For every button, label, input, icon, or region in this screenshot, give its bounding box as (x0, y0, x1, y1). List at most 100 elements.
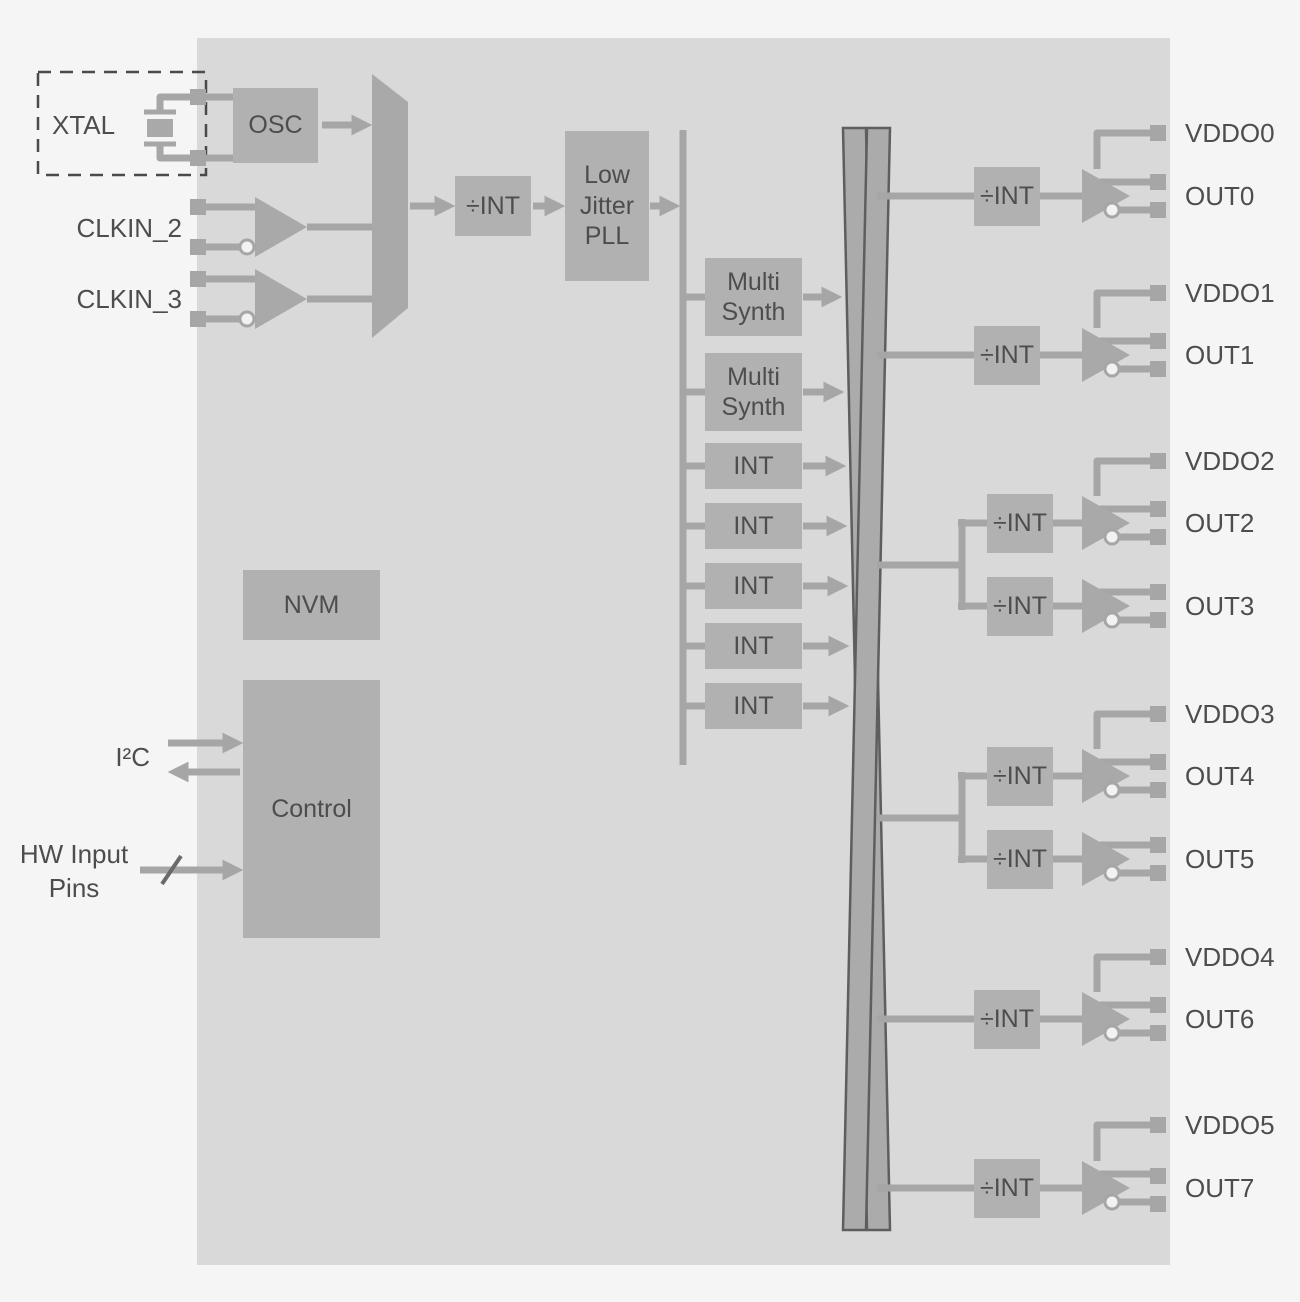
osc-label: OSC (248, 111, 303, 140)
hw-input-label-line1: HW Input (19, 839, 129, 869)
int-block-2: INT (705, 563, 802, 609)
multisynth-0-label-line2: Synth (721, 298, 786, 326)
int-block-3-label: INT (733, 631, 774, 660)
output-buffer-4 (1082, 749, 1130, 803)
output-divider-7-label: ÷INT (980, 1174, 1034, 1203)
output-channel-7 (877, 1161, 1166, 1215)
control-block: Control (243, 680, 380, 938)
int-block-1-label: INT (733, 511, 774, 540)
output-buffer-3 (1082, 579, 1130, 633)
vddo5-label: VDDO5 (1185, 1110, 1275, 1140)
output-divider-6: ÷INT (974, 990, 1040, 1049)
int-block-4-label: INT (733, 691, 774, 720)
pll-label-line3: PLL (584, 222, 630, 251)
xtal-crystal-symbol (144, 93, 233, 162)
vddo3-label: VDDO3 (1185, 699, 1275, 729)
output-buffer-0 (1082, 169, 1130, 223)
bus-stubs (683, 293, 705, 710)
out1-label: OUT1 (1185, 340, 1255, 370)
vddo5-pin (1150, 1117, 1166, 1133)
pll-block: Low Jitter PLL (565, 131, 649, 281)
output-buffer-5 (1082, 832, 1130, 886)
pll-label-line1: Low (584, 161, 630, 190)
input-mux-shape (372, 74, 408, 338)
output-buffer-7-invert-bubble (1103, 1193, 1121, 1211)
output-divider-2: ÷INT (987, 494, 1053, 553)
output-buffer-2 (1082, 496, 1130, 550)
output-divider-6-label: ÷INT (980, 1005, 1034, 1034)
int-block-1: INT (705, 503, 802, 549)
int-block-3: INT (705, 623, 802, 669)
vddo2-label: VDDO2 (1185, 446, 1275, 476)
vddo1-label: VDDO1 (1185, 278, 1275, 308)
clkin2-input (197, 197, 372, 257)
output-divider-2-label: ÷INT (993, 509, 1047, 538)
pll-label-line2: Jitter (579, 191, 635, 220)
vddo1-pin (1150, 285, 1166, 301)
output-divider-5: ÷INT (987, 830, 1053, 889)
output-divider-7: ÷INT (974, 1159, 1040, 1218)
nvm-label: NVM (283, 590, 340, 619)
out7-pin-b (1150, 1196, 1166, 1212)
vddo1-wire (1093, 285, 1166, 328)
out1-pin-b (1150, 361, 1166, 377)
output-group-3-junction (877, 772, 987, 863)
output-buffer-2-invert-bubble (1103, 528, 1121, 546)
xtal-dashed-outline (36, 70, 208, 177)
output-buffer-3-invert-bubble (1103, 611, 1121, 629)
out4-pin-b (1150, 782, 1166, 798)
output-channel-4 (1053, 749, 1166, 803)
input-divider-label: ÷INT (466, 191, 520, 220)
output-channel-0 (877, 169, 1166, 223)
output-channel-5 (1053, 832, 1166, 886)
out4-pin-a (1150, 754, 1166, 770)
clkin3-label: CLKIN_3 (76, 284, 183, 314)
vddo2-wire (1093, 453, 1166, 496)
output-channel-2 (1053, 496, 1166, 550)
vddo4-pin (1150, 949, 1166, 965)
output-buffer-6-invert-bubble (1103, 1024, 1121, 1042)
xtal-pin-b (190, 150, 206, 166)
i2c-label: I²C (115, 742, 150, 772)
out2-pin-a (1150, 501, 1166, 517)
output-divider-0-label: ÷INT (980, 182, 1034, 211)
out3-pin-a (1150, 584, 1166, 600)
out5-pin-a (1150, 837, 1166, 853)
multisynth-1-label-line2: Synth (721, 393, 786, 421)
int-block-2-label: INT (733, 571, 774, 600)
multisynth-1-label-line1: Multi (727, 362, 780, 391)
output-buffer-7 (1082, 1161, 1130, 1215)
vddo4-label: VDDO4 (1185, 942, 1275, 972)
out6-pin-a (1150, 997, 1166, 1013)
clkin2-invert-bubble (238, 238, 256, 256)
hw-input-label-line2: Pins (48, 873, 100, 903)
out4-label: OUT4 (1185, 761, 1255, 791)
multisynth-block-0: Multi Synth (705, 258, 802, 336)
out0-label: OUT0 (1185, 181, 1255, 211)
vddo5-wire (1093, 1117, 1166, 1161)
clkin2-buffer (255, 197, 307, 257)
output-buffer-5-invert-bubble (1103, 864, 1121, 882)
out1-pin-a (1150, 333, 1166, 349)
output-channel-1 (877, 328, 1166, 382)
out6-pin-b (1150, 1025, 1166, 1041)
output-buffer-4-invert-bubble (1103, 781, 1121, 799)
out5-pin-b (1150, 865, 1166, 881)
output-buffer-6 (1082, 992, 1130, 1046)
int-block-4: INT (705, 683, 802, 729)
out6-label: OUT6 (1185, 1004, 1255, 1034)
nvm-block: NVM (243, 570, 380, 640)
output-divider-4-label: ÷INT (993, 762, 1047, 791)
output-divider-1: ÷INT (974, 326, 1040, 385)
multisynth-block-1: Multi Synth (705, 353, 802, 431)
clkin2-label: CLKIN_2 (76, 213, 183, 243)
out7-pin-a (1150, 1168, 1166, 1184)
out5-label: OUT5 (1185, 844, 1255, 874)
output-channel-3 (1053, 579, 1166, 633)
output-divider-4: ÷INT (987, 747, 1053, 806)
synth-to-crossbar-arrows (803, 286, 850, 717)
out3-pin-b (1150, 612, 1166, 628)
int-block-0: INT (705, 443, 802, 489)
out0-pin-a (1150, 174, 1166, 190)
int-block-0-label: INT (733, 451, 774, 480)
